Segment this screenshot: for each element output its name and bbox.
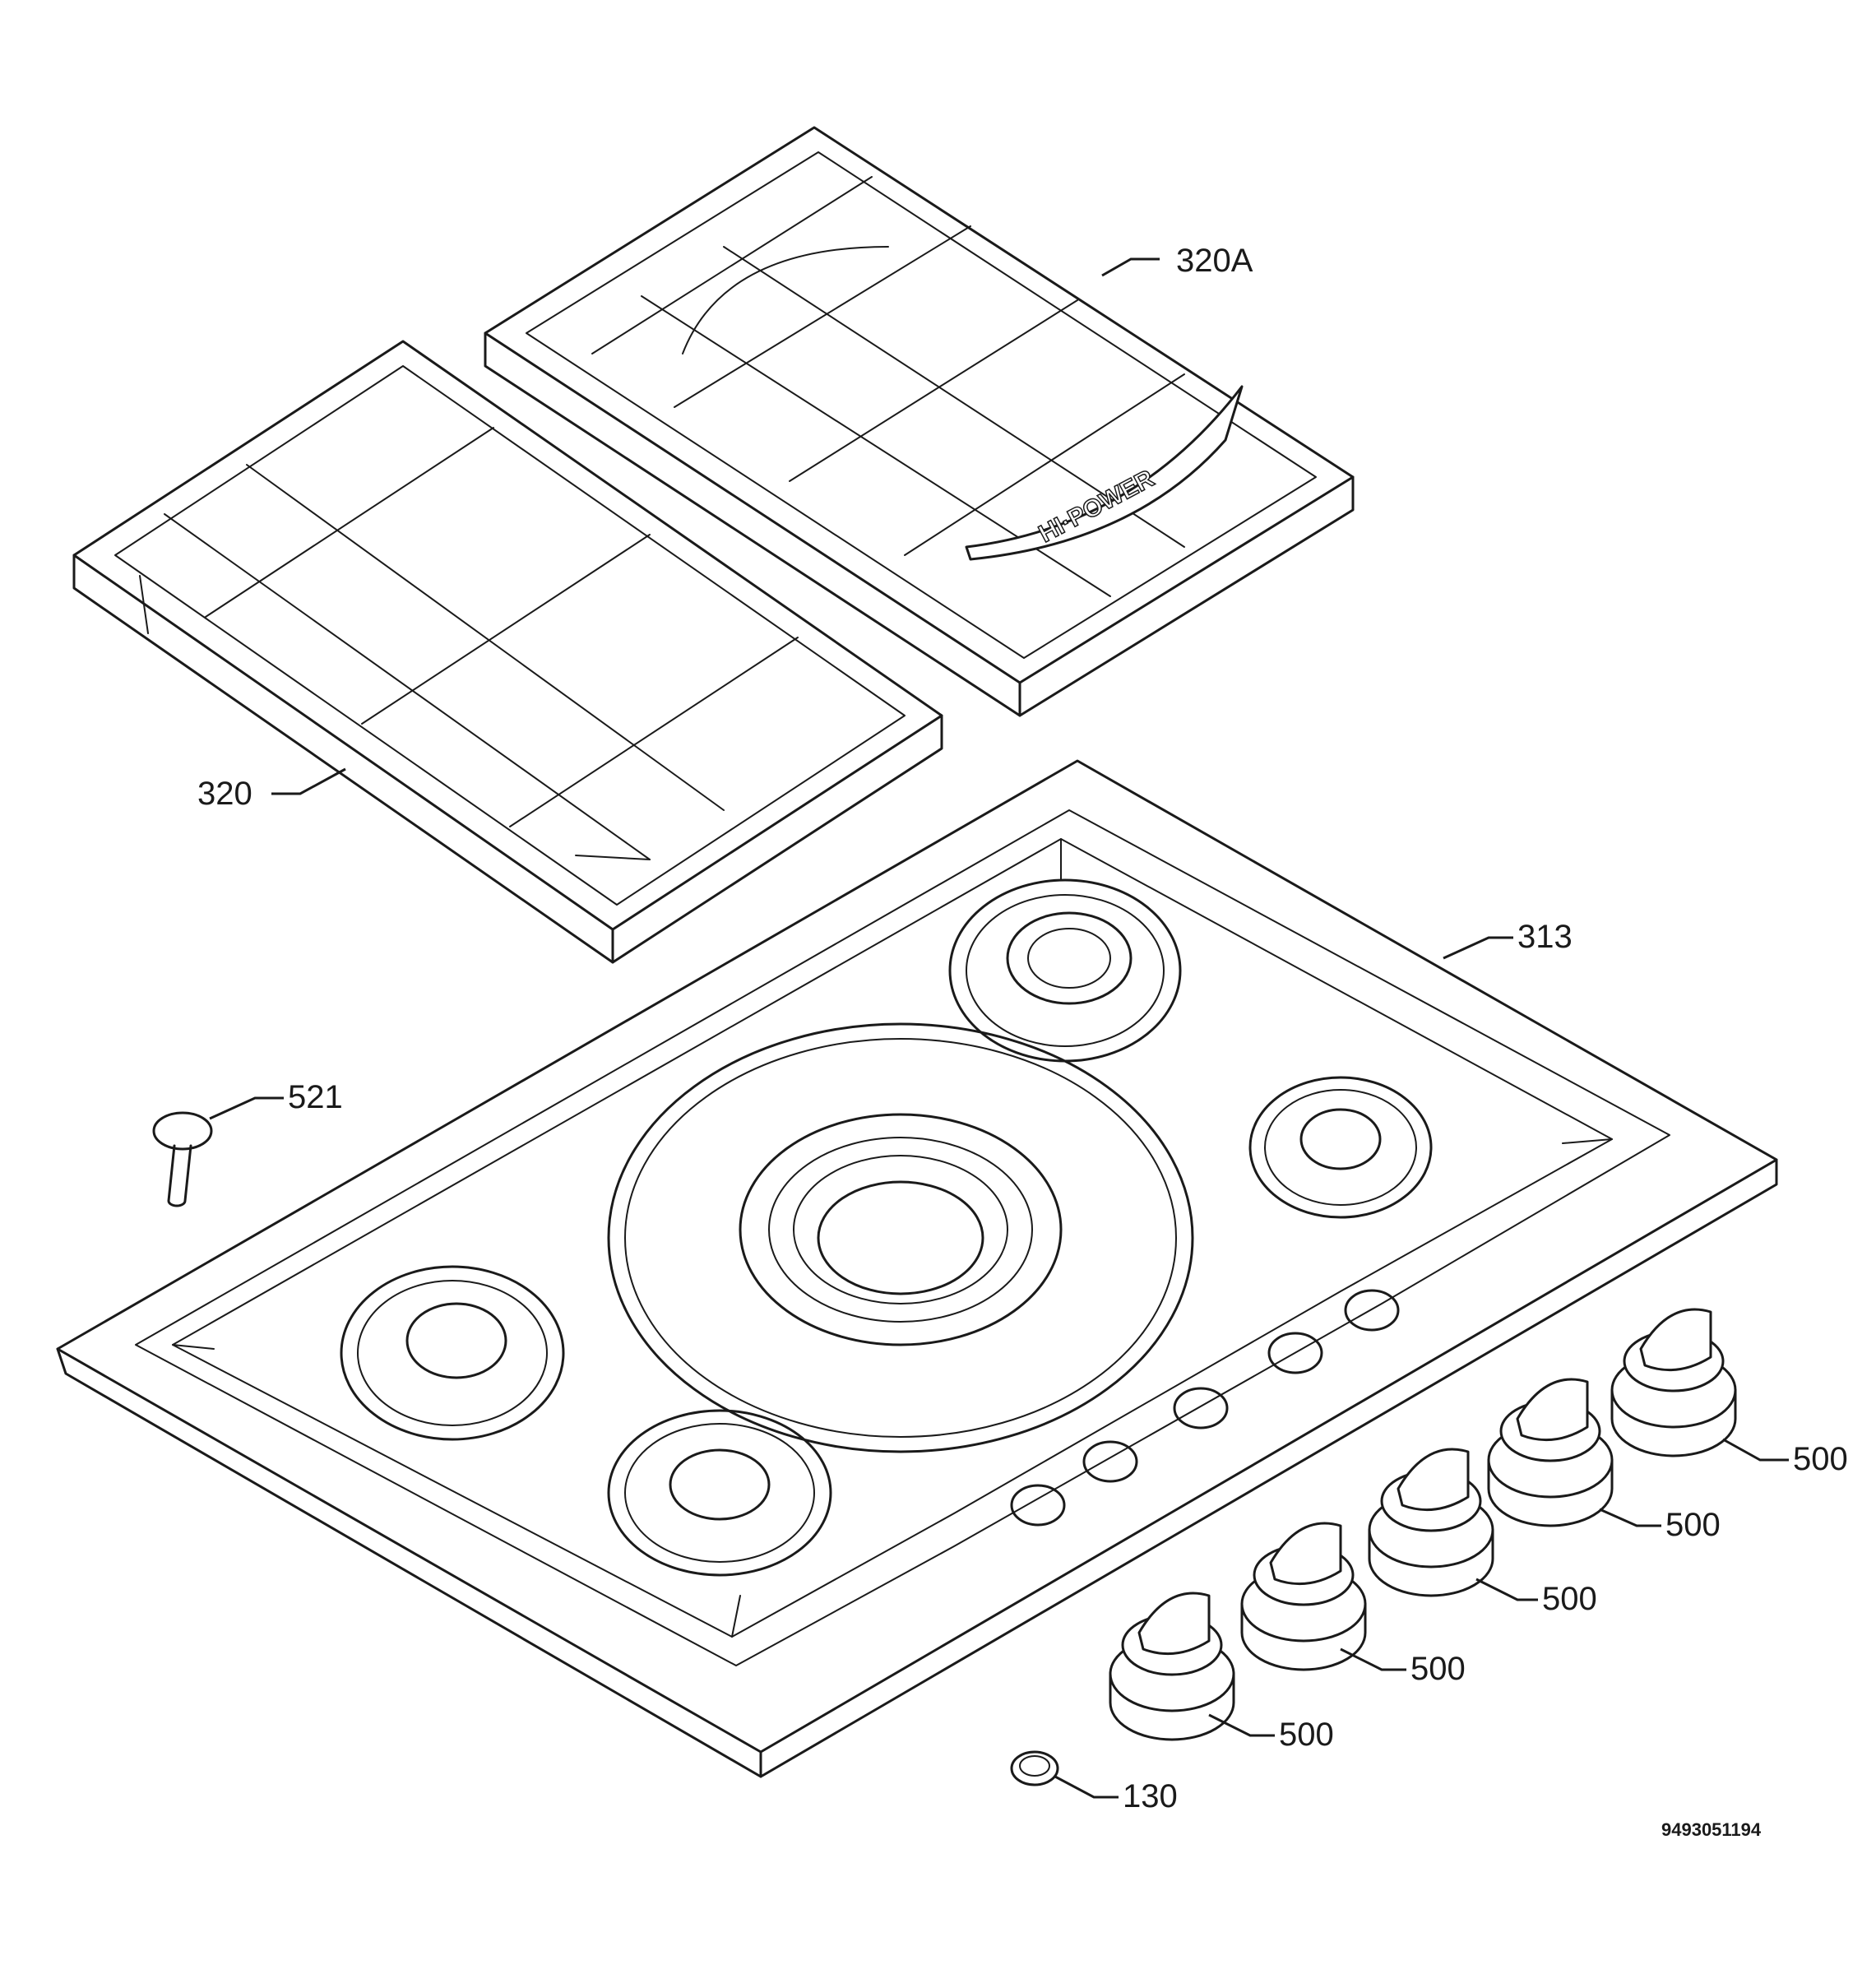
burner-front xyxy=(607,1409,832,1577)
control-knob xyxy=(1240,1522,1367,1671)
callout-500-d: 500 xyxy=(1410,1651,1466,1687)
document-number: 9493051194 xyxy=(1661,1819,1762,1840)
callout-320a: 320A xyxy=(1176,243,1253,279)
callout-313: 313 xyxy=(1517,919,1573,955)
burner-center-wok xyxy=(607,1022,1194,1453)
control-knob xyxy=(1109,1592,1235,1741)
rivet-521 xyxy=(152,1111,213,1207)
leader-lines xyxy=(209,257,1789,1799)
callout-500-c: 500 xyxy=(1542,1581,1597,1617)
knob-holes xyxy=(1010,1289,1400,1527)
callout-500-a: 500 xyxy=(1793,1441,1848,1477)
callout-130: 130 xyxy=(1123,1778,1178,1814)
callout-320: 320 xyxy=(197,776,252,812)
hob-top-313 xyxy=(56,759,1778,1778)
burner-left xyxy=(340,1265,565,1441)
callout-521: 521 xyxy=(288,1079,343,1115)
burner-right xyxy=(1248,1076,1433,1219)
control-knob xyxy=(1368,1448,1494,1597)
control-knob xyxy=(1487,1378,1614,1527)
callout-500-e: 500 xyxy=(1279,1717,1334,1753)
callout-500-b: 500 xyxy=(1665,1507,1721,1543)
control-knob xyxy=(1610,1308,1737,1457)
pan-support-grate-320a: HI·POWER xyxy=(484,126,1355,717)
ring-130 xyxy=(1010,1750,1059,1786)
pan-support-grate-320 xyxy=(72,340,943,964)
